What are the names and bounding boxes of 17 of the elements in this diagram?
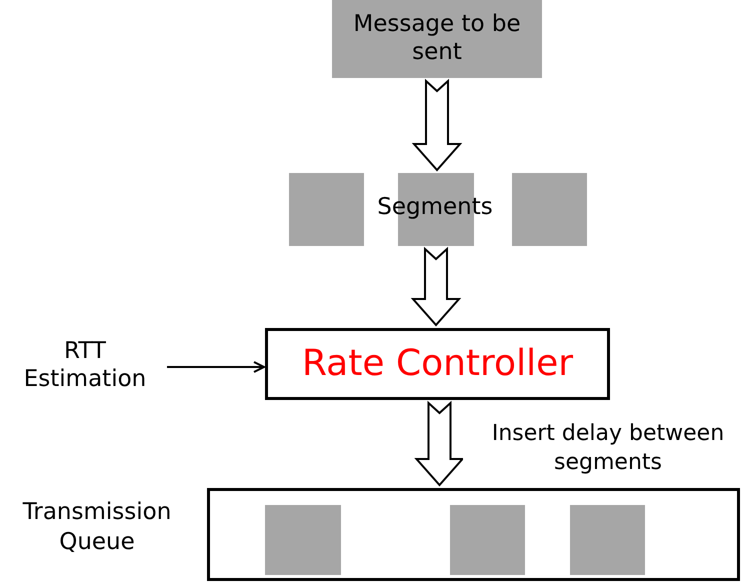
- segment-square: [512, 173, 587, 246]
- node-label: Message to be sent: [352, 11, 522, 67]
- queued-segment-square: [450, 505, 525, 575]
- segment-square: [289, 173, 364, 246]
- block-arrow: [412, 78, 462, 172]
- arrow: [167, 361, 265, 373]
- input-label: RTT Estimation: [22, 338, 148, 394]
- block-arrow: [414, 400, 465, 486]
- segments-label: Segments: [376, 193, 494, 222]
- node-label: Rate Controller: [302, 342, 574, 386]
- queued-segment-square: [570, 505, 645, 575]
- message-box: [332, 0, 542, 78]
- queue-label: Transmission Queue: [22, 498, 172, 557]
- controller-box: [265, 328, 610, 400]
- queue-box: [207, 488, 740, 581]
- block-arrow: [410, 246, 462, 326]
- queued-segment-square: [265, 505, 341, 575]
